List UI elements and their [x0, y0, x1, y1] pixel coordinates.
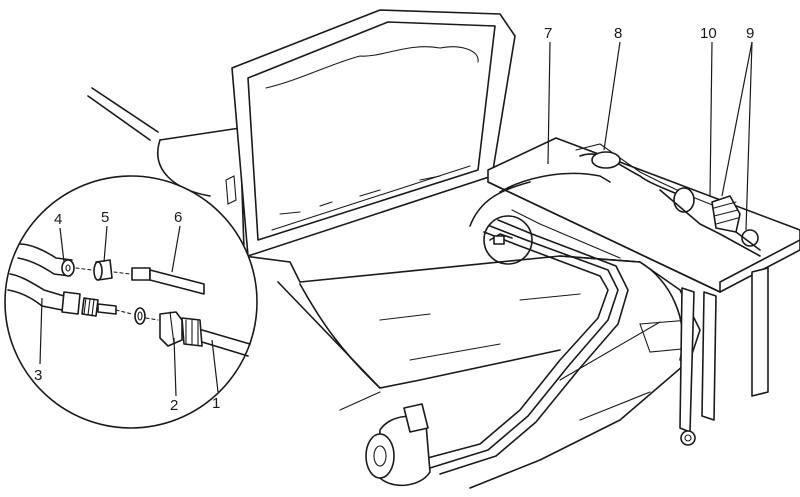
pump-unit [365, 403, 431, 487]
callout-5: 5 [101, 209, 109, 226]
callout-8: 8 [614, 25, 622, 42]
callout-3: 3 [34, 367, 42, 384]
tubing [419, 172, 629, 475]
callout-2: 2 [170, 397, 178, 414]
callout-7: 7 [544, 25, 552, 42]
leader-lines [39, 41, 753, 397]
callout-labels: 1 2 3 4 5 6 7 8 9 10 [34, 25, 754, 414]
callout-9: 9 [746, 25, 754, 42]
bench-device [575, 143, 761, 257]
callout-4: 4 [54, 211, 62, 228]
callout-10: 10 [700, 25, 717, 42]
rear-seat-floor [243, 255, 701, 489]
trunk-lid [225, 9, 516, 257]
callout-1: 1 [212, 395, 220, 412]
callout-6: 6 [174, 209, 182, 226]
magnified-detail [4, 175, 258, 429]
work-bench [487, 137, 800, 446]
detail-marker-circle [483, 215, 533, 265]
